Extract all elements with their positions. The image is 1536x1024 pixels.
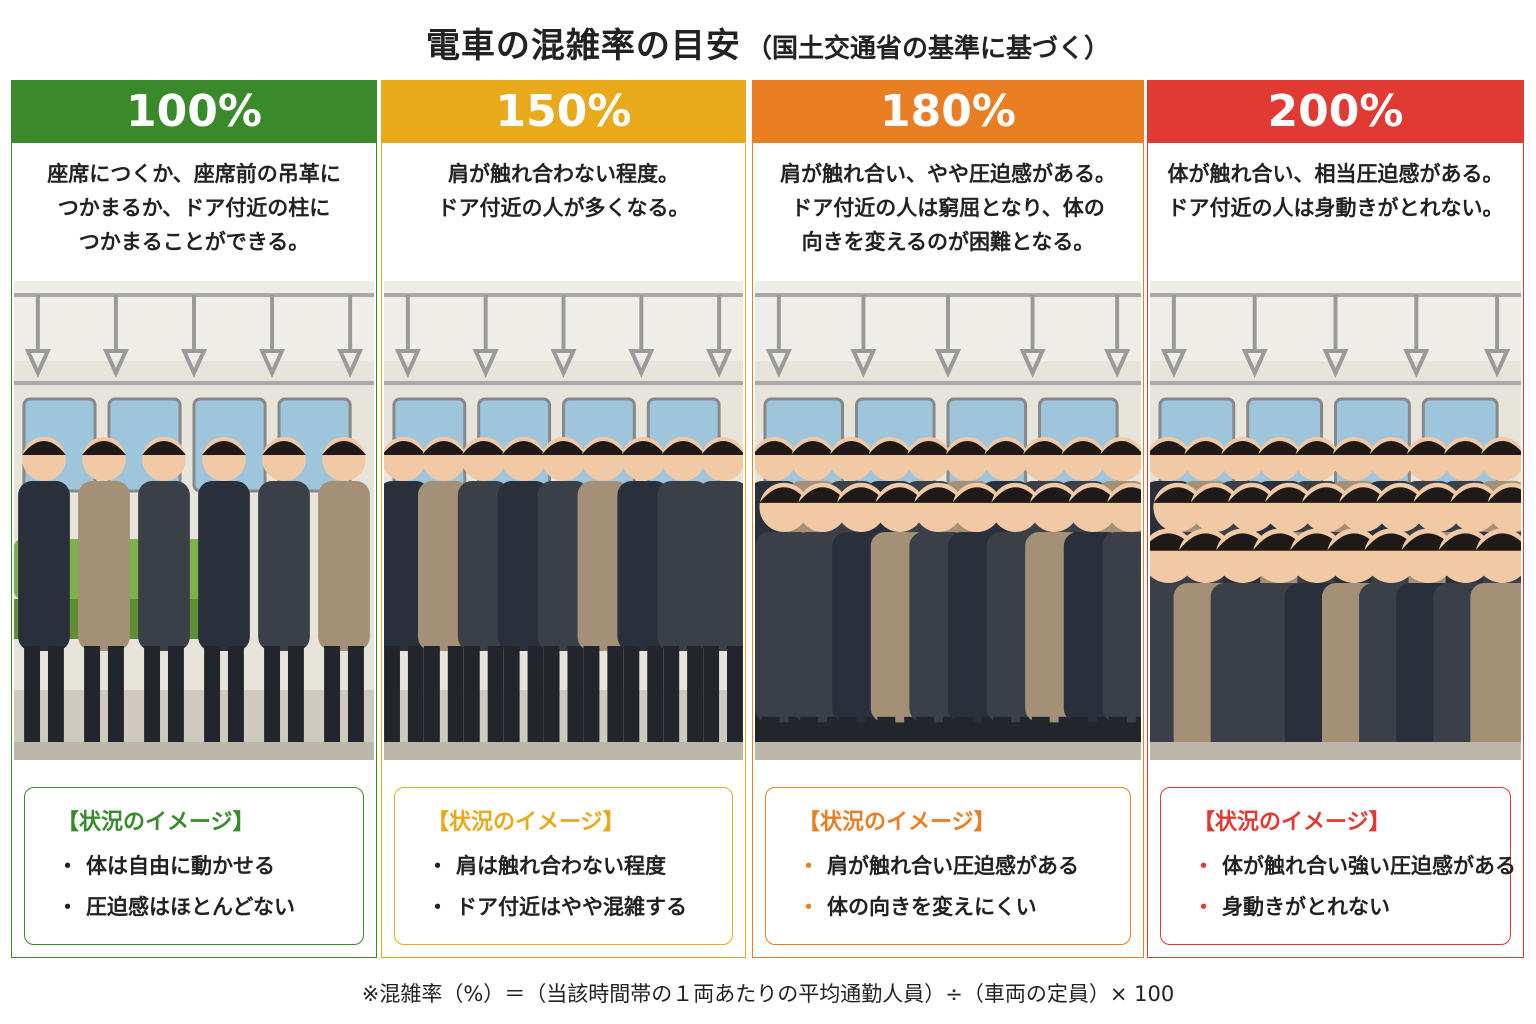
- panel-3: 180%肩が触れ合い、やや圧迫感がある。ドア付近の人は窮屈となり、体の向きを変え…: [752, 80, 1144, 958]
- situation-item: ・肩は触れ合わない程度: [427, 846, 732, 887]
- description-line: つかまることができる。: [78, 230, 310, 254]
- situation-item-text: 体が触れ合い強い圧迫感がある: [1222, 854, 1516, 878]
- bullet: ・: [427, 895, 448, 919]
- title-sub: （国土交通省の基準に基づく）: [746, 34, 1111, 64]
- page-title: 電車の混雑率の目安 （国土交通省の基準に基づく）: [0, 18, 1536, 67]
- panel-1: 100%座席につくか、座席前の吊革につかまるか、ドア付近の柱につかまることができ…: [11, 80, 377, 958]
- situation-heading: 【状況のイメージ】: [1193, 810, 1391, 835]
- situation-item-text: 肩は触れ合わない程度: [456, 854, 666, 878]
- description-line: 肩が触れ合い、やや圧迫感がある。: [780, 162, 1116, 186]
- description-line: ドア付近の人は窮屈となり、体の: [791, 196, 1105, 220]
- description: 肩が触れ合い、やや圧迫感がある。ドア付近の人は窮屈となり、体の向きを変えるのが困…: [753, 143, 1143, 281]
- situation-item: ・体の向きを変えにくい: [798, 887, 1130, 928]
- situation-box: 【状況のイメージ】・肩が触れ合い圧迫感がある・体の向きを変えにくい: [765, 787, 1131, 945]
- percent-header: 180%: [753, 81, 1143, 143]
- bullet: ・: [1193, 854, 1214, 878]
- footnote: ※混雑率（%）＝（当該時間帯の１両あたりの平均通勤人員）÷（車両の定員）× 10…: [361, 982, 1175, 1006]
- situation-item: ・体は自由に動かせる: [57, 846, 363, 887]
- title-main: 電車の混雑率の目安: [425, 26, 741, 66]
- situation-item-text: 体の向きを変えにくい: [827, 895, 1037, 919]
- situation-box: 【状況のイメージ】・体は自由に動かせる・圧迫感はほとんどない: [24, 787, 364, 945]
- situation-item-text: ドア付近はやや混雑する: [456, 895, 687, 919]
- bullet: ・: [798, 895, 819, 919]
- situation-heading: 【状況のイメージ】: [57, 810, 255, 835]
- bullet: ・: [427, 854, 448, 878]
- moderate-train-car-illustration: [384, 281, 743, 760]
- situation-item-text: 体は自由に動かせる: [86, 854, 275, 878]
- bullet: ・: [57, 854, 78, 878]
- situation-item: ・体が触れ合い強い圧迫感がある: [1193, 846, 1516, 887]
- percent-header: 150%: [382, 81, 745, 143]
- description: 肩が触れ合わない程度。ドア付近の人が多くなる。: [382, 143, 745, 281]
- situation-item: ・ドア付近はやや混雑する: [427, 887, 732, 928]
- description-line: 座席につくか、座席前の吊革に: [47, 162, 341, 186]
- situation-box: 【状況のイメージ】・肩は触れ合わない程度・ドア付近はやや混雑する: [394, 787, 733, 945]
- packed-train-car-illustration: [1150, 281, 1521, 760]
- situation-item-text: 肩が触れ合い圧迫感がある: [827, 854, 1079, 878]
- situation-item: ・圧迫感はほとんどない: [57, 887, 363, 928]
- description-line: ドア付近の人は身動きがとれない。: [1167, 196, 1504, 220]
- percent-header: 200%: [1148, 81, 1523, 143]
- description-line: ドア付近の人が多くなる。: [437, 196, 690, 220]
- situation-item: ・身動きがとれない: [1193, 887, 1510, 928]
- description-line: つかまるか、ドア付近の柱に: [57, 196, 331, 220]
- percent-header: 100%: [12, 81, 376, 143]
- bullet: ・: [798, 854, 819, 878]
- sparse-train-car-illustration: [14, 281, 374, 760]
- situation-heading: 【状況のイメージ】: [427, 810, 625, 835]
- bullet: ・: [1193, 895, 1214, 919]
- situation-item-text: 圧迫感はほとんどない: [86, 895, 295, 919]
- panel-4: 200%体が触れ合い、相当圧迫感がある。ドア付近の人は身動きがとれない。【状況の…: [1147, 80, 1524, 958]
- panel-2: 150%肩が触れ合わない程度。ドア付近の人が多くなる。【状況のイメージ】・肩は触…: [381, 80, 746, 958]
- bullet: ・: [57, 895, 78, 919]
- description-line: 体が触れ合い、相当圧迫感がある。: [1167, 162, 1504, 186]
- situation-item: ・肩が触れ合い圧迫感がある: [798, 846, 1130, 887]
- description-line: 肩が触れ合わない程度。: [448, 162, 679, 186]
- description-line: 向きを変えるのが困難となる。: [801, 230, 1095, 254]
- situation-item-text: 身動きがとれない: [1222, 895, 1390, 919]
- description: 座席につくか、座席前の吊革につかまるか、ドア付近の柱につかまることができる。: [12, 143, 376, 281]
- situation-box: 【状況のイメージ】・体が触れ合い強い圧迫感がある・身動きがとれない: [1160, 787, 1516, 945]
- description: 体が触れ合い、相当圧迫感がある。ドア付近の人は身動きがとれない。: [1148, 143, 1523, 281]
- situation-heading: 【状況のイメージ】: [798, 810, 996, 835]
- crowded-train-car-illustration: [755, 281, 1141, 760]
